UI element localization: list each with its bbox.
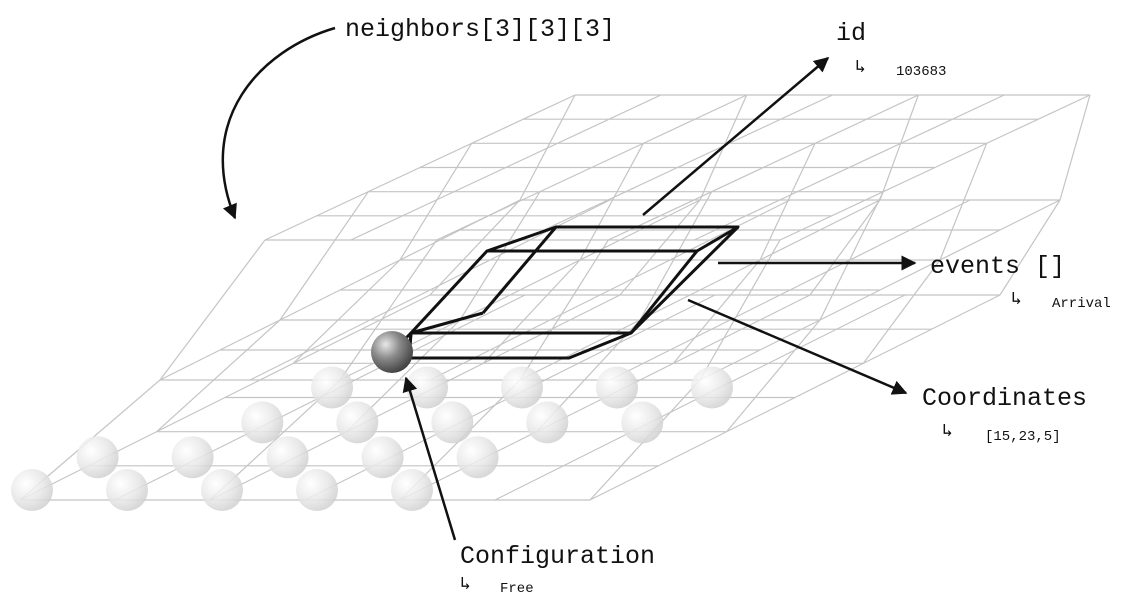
events-value: Arrival	[1052, 296, 1111, 312]
grid-line	[809, 199, 881, 296]
lattice-site-sphere	[431, 401, 474, 444]
coordinates-label: Coordinates	[922, 384, 1087, 413]
focal-site-sphere	[371, 331, 413, 373]
grid-line	[699, 199, 1061, 381]
grid-line	[779, 94, 1091, 241]
grid-line	[862, 259, 941, 364]
configuration-value: Free	[500, 581, 534, 597]
grid-line	[519, 94, 576, 201]
lattice-site-sphere	[106, 469, 148, 511]
id-arrow	[642, 57, 830, 216]
lattice-sites	[11, 366, 733, 511]
grid-line	[159, 239, 266, 381]
grid-line	[1059, 94, 1091, 201]
lattice-site-sphere	[391, 469, 433, 511]
lattice-site-sphere	[311, 366, 353, 409]
coordinates-value: [15,23,5]	[985, 429, 1061, 445]
lattice-site-sphere	[296, 469, 338, 511]
lattice-site-sphere	[501, 366, 543, 409]
grid-line	[292, 259, 401, 364]
grid-line	[482, 259, 581, 364]
lattice-site-sphere	[621, 401, 664, 444]
lattice-site-sphere	[596, 366, 638, 409]
neighbors-label: neighbors[3][3][3]	[345, 15, 615, 44]
neighbors-arrow	[221, 26, 336, 220]
lattice-site-sphere	[361, 436, 404, 479]
lattice-site-sphere	[171, 436, 214, 479]
grid-line	[579, 143, 644, 261]
grid-line	[726, 319, 821, 433]
configuration-arrow	[402, 376, 457, 541]
lattice-site-sphere	[201, 469, 243, 511]
lattice-site-sphere	[336, 401, 379, 444]
grid-line	[589, 294, 1001, 501]
coordinates-sub-arrow: ↳	[942, 422, 953, 442]
grid-line	[639, 191, 713, 321]
grid-line	[759, 143, 816, 261]
configuration-label: Configuration	[460, 542, 655, 571]
id-value: 103683	[896, 64, 946, 80]
grid-line	[459, 191, 541, 321]
grid-line	[999, 199, 1061, 296]
highlighted-cell	[390, 225, 740, 360]
grid-line	[819, 191, 884, 321]
lattice-site-sphere	[11, 469, 53, 511]
grid-line	[879, 94, 919, 201]
grid-line	[429, 199, 521, 296]
configuration-sub-arrow: ↳	[460, 575, 471, 595]
grid-line	[339, 239, 438, 381]
lattice-site-sphere	[266, 436, 309, 479]
grid-line	[619, 199, 701, 296]
grid-line	[939, 143, 988, 261]
lattice-site-sphere	[526, 401, 569, 444]
lattice-site-sphere	[691, 366, 733, 409]
grid-line	[156, 319, 281, 433]
lattice-site-sphere	[241, 401, 284, 444]
id-label: id	[836, 19, 866, 48]
coordinates-arrow	[687, 298, 908, 395]
lattice-site-sphere	[76, 436, 119, 479]
grid-line	[399, 143, 473, 261]
lattice-site-sphere	[456, 436, 499, 479]
id-sub-arrow: ↳	[855, 58, 866, 78]
grid-line	[279, 191, 369, 321]
events-sub-arrow: ↳	[1011, 290, 1022, 310]
events-label: events []	[930, 252, 1065, 281]
